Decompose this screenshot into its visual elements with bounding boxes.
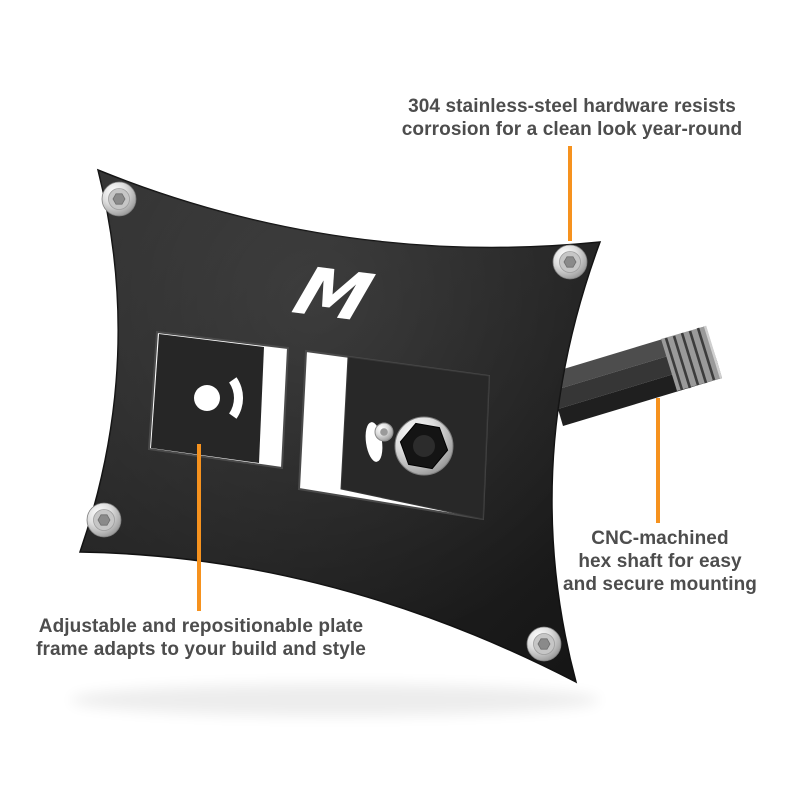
callout-hex-shaft: CNC-machined hex shaft for easy and secu… bbox=[540, 528, 780, 596]
corner-bolt-bottom-right bbox=[526, 626, 562, 662]
callout-text-line: hex shaft for easy bbox=[578, 550, 742, 572]
right-adjustment-cutout bbox=[297, 349, 491, 521]
left-adjustment-cutout bbox=[147, 330, 290, 470]
callout-stainless-hardware: 304 stainless-steel hardware resists cor… bbox=[362, 96, 782, 142]
corner-bolt-top-left bbox=[101, 181, 137, 217]
callout-text-line: frame adapts to your build and style bbox=[36, 638, 366, 660]
corner-bolt-bottom-left bbox=[86, 502, 122, 538]
tab-mount-hole bbox=[194, 385, 220, 411]
leader-line-plate-frame bbox=[197, 444, 201, 611]
callout-text-line: Adjustable and repositionable plate bbox=[38, 616, 364, 637]
leader-line-hex-shaft bbox=[656, 398, 660, 523]
tab-curved-slot bbox=[229, 377, 244, 419]
callout-text-line: 304 stainless-steel hardware resists bbox=[408, 96, 736, 117]
pivot-pin-center bbox=[380, 428, 388, 436]
hex-shaft bbox=[547, 325, 723, 426]
shaft-threads bbox=[661, 325, 723, 391]
drop-shadow bbox=[70, 684, 600, 716]
callout-text-line: and secure mounting bbox=[562, 573, 758, 595]
callout-text-line: corrosion for a clean look year-round bbox=[401, 118, 743, 140]
callout-text-line: CNC-machined bbox=[591, 528, 729, 549]
corner-bolt-top-right bbox=[552, 244, 588, 280]
leader-line-stainless-hardware bbox=[568, 146, 572, 241]
hex-bolt-top bbox=[413, 435, 435, 457]
callout-plate-frame: Adjustable and repositionable plate fram… bbox=[10, 616, 392, 662]
